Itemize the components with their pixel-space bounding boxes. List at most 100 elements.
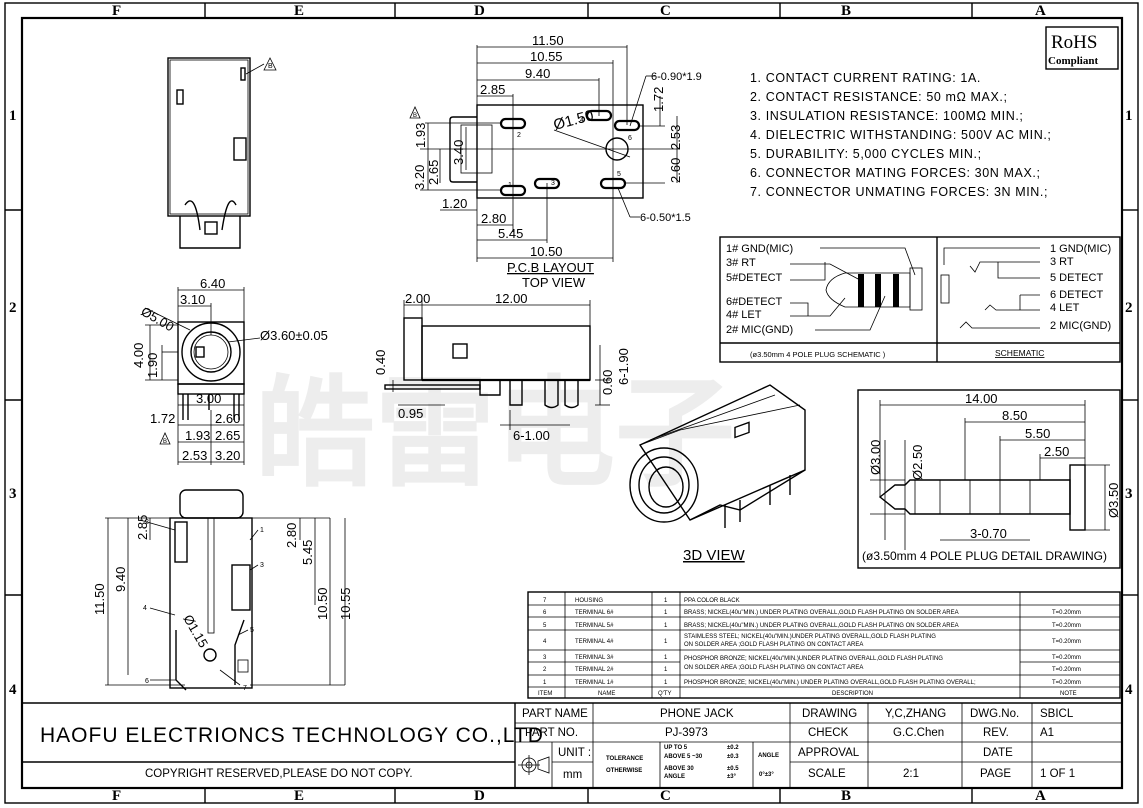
svg-text:Ø3.60±0.05: Ø3.60±0.05 (260, 328, 328, 343)
svg-text:PART NAME: PART NAME (522, 708, 588, 720)
svg-text:ON SOLDER AREA ;GOLD FLASH PLA: ON SOLDER AREA ;GOLD FLASH PLATING ON CO… (684, 665, 863, 671)
svg-text:2: 2 (543, 667, 547, 673)
svg-text:REV.: REV. (983, 727, 1009, 739)
svg-text:3.40: 3.40 (451, 140, 466, 165)
svg-text:T=0.20mm: T=0.20mm (1052, 610, 1081, 616)
svg-text:6-1.90: 6-1.90 (616, 348, 631, 385)
svg-text:TOLERANCE: TOLERANCE (606, 756, 643, 762)
svg-text:5: 5 (250, 627, 254, 634)
svg-text:TOP VIEW: TOP VIEW (522, 275, 586, 290)
svg-text:2:1: 2:1 (903, 768, 919, 780)
svg-text:±0.5: ±0.5 (727, 766, 739, 772)
svg-text:TERMINAL 1#: TERMINAL 1# (575, 680, 614, 686)
svg-text:A: A (1035, 788, 1046, 804)
svg-text:6-0.90*1.9: 6-0.90*1.9 (651, 71, 702, 83)
svg-text:3.20: 3.20 (412, 165, 427, 190)
svg-text:9.40: 9.40 (525, 66, 550, 81)
svg-text:2.60: 2.60 (215, 411, 240, 426)
svg-text:1.93: 1.93 (413, 123, 428, 148)
svg-text:10.55: 10.55 (338, 587, 353, 620)
svg-text:D: D (474, 3, 485, 19)
svg-text:11.50: 11.50 (92, 583, 107, 615)
svg-text:9.40: 9.40 (113, 567, 128, 592)
svg-text:A: A (1035, 3, 1046, 19)
top-view: B (167, 57, 277, 249)
front-view: 6.40 3.10 Ø5.00 Ø3.60±0.05 4.00 1.90 3.0… (131, 276, 328, 465)
svg-text:B: B (163, 439, 167, 445)
svg-text:Ø2.50: Ø2.50 (910, 445, 925, 480)
svg-text:1: 1 (260, 527, 264, 534)
svg-text:PHONE JACK: PHONE JACK (660, 708, 734, 720)
svg-text:7. CONNECTOR UNMATING FORCES:: 7. CONNECTOR UNMATING FORCES: 3N MIN.; (750, 185, 1048, 199)
svg-text:2.80: 2.80 (481, 211, 506, 226)
svg-text:2.00: 2.00 (405, 291, 430, 306)
svg-text:mm: mm (563, 769, 582, 781)
svg-text:1# GND(MIC): 1# GND(MIC) (726, 243, 793, 255)
zone-labels: F E D C B A F E D C B A 1 2 3 4 1 2 3 4 (9, 3, 1133, 804)
drawing-frame (4, 2, 1139, 804)
svg-text:F: F (112, 788, 121, 804)
svg-text:Y,C,ZHANG: Y,C,ZHANG (885, 708, 946, 720)
svg-text:皓雷电子: 皓雷电子 (255, 365, 735, 504)
svg-text:Q'TY: Q'TY (658, 691, 671, 697)
svg-text:4# LET: 4# LET (726, 309, 762, 321)
svg-text:RoHS: RoHS (1051, 32, 1097, 53)
svg-text:3. INSULATION RESISTANCE: 100M: 3. INSULATION RESISTANCE: 100MΩ MIN.; (750, 109, 1024, 123)
svg-text:2.65: 2.65 (426, 160, 441, 185)
svg-text:COPYRIGHT RESERVED,PLEASE DO N: COPYRIGHT RESERVED,PLEASE DO NOT COPY. (145, 768, 413, 780)
svg-text:6: 6 (628, 135, 632, 142)
svg-text:DWG.No.: DWG.No. (970, 708, 1019, 720)
svg-text:2: 2 (145, 519, 149, 526)
svg-text:SBICL: SBICL (1040, 708, 1074, 720)
svg-text:6.40: 6.40 (200, 276, 225, 291)
svg-text:ABOVE 5 ~30: ABOVE 5 ~30 (664, 754, 703, 760)
svg-text:4 LET: 4 LET (1050, 302, 1080, 314)
svg-text:4.00: 4.00 (131, 343, 146, 368)
svg-text:G.C.Chen: G.C.Chen (893, 727, 944, 739)
svg-text:4: 4 (143, 605, 147, 612)
svg-text:3.20: 3.20 (215, 448, 240, 463)
svg-text:7: 7 (543, 598, 547, 604)
svg-text:APPROVAL: APPROVAL (798, 747, 860, 759)
svg-text:6: 6 (145, 678, 149, 685)
svg-text:2.53: 2.53 (182, 448, 207, 463)
svg-text:B: B (413, 113, 417, 119)
svg-text:6#DETECT: 6#DETECT (726, 296, 783, 308)
svg-text:2: 2 (517, 132, 521, 139)
3d-view: 3D VIEW (629, 384, 806, 564)
svg-text:C: C (660, 3, 671, 19)
svg-text:2.80: 2.80 (284, 523, 299, 548)
side-view: 2.00 12.00 0.40 0.95 0.60 6-1.90 6-1.00 (373, 291, 631, 443)
svg-text:1: 1 (664, 655, 668, 661)
svg-text:4: 4 (1125, 682, 1133, 698)
svg-text:PART NO.: PART NO. (525, 727, 578, 739)
svg-text:ITEM: ITEM (538, 691, 552, 697)
svg-text:BRASS; NICKEL(40u"MIN.) UNDER: BRASS; NICKEL(40u"MIN.) UNDER PLATING OV… (684, 623, 959, 629)
plug-detail-drawing: 14.00 8.50 5.50 2.50 Ø3.00 Ø2.50 Ø3.50 3… (857, 389, 1121, 569)
svg-text:3.00: 3.00 (196, 391, 221, 406)
svg-text:PAGE: PAGE (980, 768, 1011, 780)
svg-text:12.00: 12.00 (495, 291, 528, 306)
svg-text:8.50: 8.50 (1002, 408, 1027, 423)
svg-text:HAOFU ELECTRIONCS TECHNOLOGY C: HAOFU ELECTRIONCS TECHNOLOGY CO.,LTD (40, 724, 544, 747)
svg-text:1: 1 (664, 598, 668, 604)
svg-text:5.45: 5.45 (300, 540, 315, 565)
svg-text:A1: A1 (1040, 727, 1054, 739)
svg-text:F: F (112, 3, 121, 19)
svg-text:B: B (841, 788, 851, 804)
svg-text:PHOSPHOR BRONZE; NICKEL(40u"MI: PHOSPHOR BRONZE; NICKEL(40u"MIN.) UNDER … (684, 680, 976, 686)
svg-text:Ø1.50: Ø1.50 (552, 107, 596, 134)
svg-text:OTHERWISE: OTHERWISE (606, 768, 642, 774)
svg-text:3# RT: 3# RT (726, 257, 756, 269)
svg-text:TERMINAL 5#: TERMINAL 5# (575, 623, 614, 629)
svg-text:D: D (474, 788, 485, 804)
svg-text:P.C.B LAYOUT: P.C.B LAYOUT (507, 260, 594, 275)
svg-text:5.45: 5.45 (498, 226, 523, 241)
svg-text:T=0.20mm: T=0.20mm (1052, 667, 1081, 673)
svg-text:0°±3°: 0°±3° (759, 772, 774, 778)
svg-text:6: 6 (543, 610, 547, 616)
svg-text:Ø3.50: Ø3.50 (1106, 483, 1121, 518)
svg-text:UNIT :: UNIT : (558, 747, 591, 759)
projection-symbol-icon (518, 755, 550, 775)
